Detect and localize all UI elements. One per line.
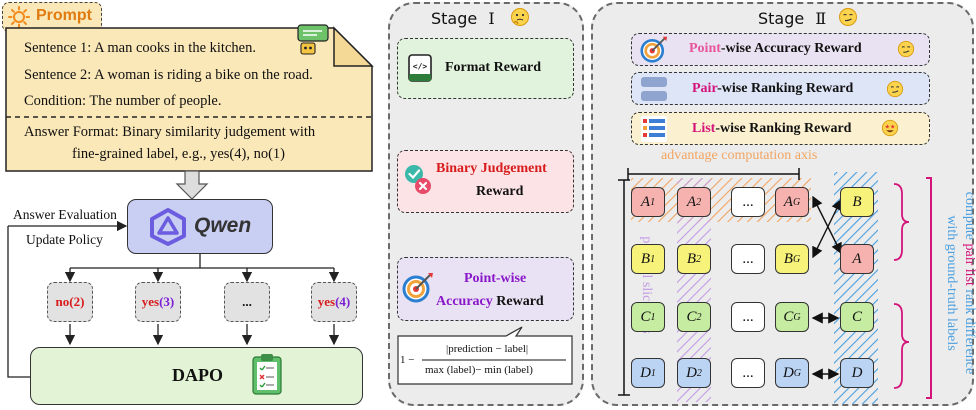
formula-numerator: |prediction − label|	[446, 343, 529, 355]
dapo-label: DAPO	[172, 365, 223, 385]
output-word: yes	[317, 294, 336, 309]
qwen-label: Qwen	[194, 214, 252, 237]
reward-word: Reward	[496, 294, 544, 309]
feedback-loop	[7, 220, 340, 378]
sun-icon	[8, 6, 30, 28]
prompt-title: Prompt	[36, 7, 92, 24]
advantage-axis-label: advantage computation axis	[661, 148, 818, 163]
stage-1-title: Stage Ⅰ	[431, 9, 495, 28]
stage-2-title: Stage Ⅱ	[758, 9, 826, 28]
code-file-icon: </>	[408, 54, 432, 82]
output-label: (4)	[335, 294, 351, 309]
stage2-listwise-reward-box	[631, 112, 930, 145]
dapo-box	[30, 347, 363, 405]
prompt-format-line-2: fine-grained label, e.g., yes(4), no(1)	[72, 146, 285, 162]
list-icon	[641, 116, 667, 142]
svg-text:</>: </>	[413, 62, 428, 71]
prompt-condition: Condition: The number of people.	[24, 93, 222, 109]
stage2-pointwise-reward-box	[631, 33, 930, 66]
stage2-listwise-label: List-wise Ranking Reward	[692, 121, 851, 137]
prompt-to-qwen-arrow	[175, 170, 209, 200]
check-cross-icon	[405, 165, 431, 194]
chatbot-icon	[297, 24, 329, 55]
formula-callout	[397, 326, 573, 385]
pointwise-colored-word: Point	[689, 41, 721, 56]
smirk-face-icon	[886, 80, 904, 98]
formula-lead: 1 −	[400, 354, 415, 366]
output-word: no	[55, 294, 70, 309]
target-icon	[640, 36, 668, 63]
stage-1-numeral: Ⅰ	[488, 9, 495, 28]
formula-denominator: max (label)− min (label)	[425, 364, 533, 376]
stage-1-word: Stage	[431, 9, 478, 28]
grid-ellipsis-cell: ...	[731, 244, 765, 274]
smirk-face-icon	[839, 8, 857, 26]
thinking-face-icon	[511, 8, 529, 26]
pairwise-rest: -wise Ranking Reward	[717, 81, 854, 96]
accuracy-word: Accuracy	[436, 294, 493, 309]
pairwise-colored-word: Pair	[692, 81, 718, 96]
stage-2-word: Stage	[758, 9, 805, 28]
stage2-pointwise-label: Point-wise Accuracy Reward	[689, 41, 862, 57]
smirk-face-icon	[897, 40, 915, 58]
prompt-sentence-1: Sentence 1: A man cooks in the kitchen.	[24, 40, 256, 56]
pair-blocks-icon	[641, 77, 667, 101]
output-word: yes	[141, 294, 160, 309]
prompt-sentence-2: Sentence 2: A woman is riding a bike on …	[24, 67, 313, 83]
star-struck-face-icon	[881, 119, 899, 137]
output-word: ...	[242, 294, 252, 309]
output-label: (2)	[69, 294, 85, 309]
target-icon	[402, 273, 433, 303]
pointwise-rest: -wise Accuracy Reward	[720, 41, 862, 56]
prompt-format-line-1: Answer Format: Binary similarity judgeme…	[24, 124, 316, 140]
accuracy-label: Accuracy Reward	[436, 294, 544, 310]
pointwise-label: Point-wise	[464, 271, 527, 286]
grid-ellipsis-cell: ...	[731, 187, 765, 217]
clipboard-icon	[252, 354, 282, 395]
binary-judgement-reward-word: Reward	[476, 184, 524, 199]
listwise-rest: -wise Ranking Reward	[715, 121, 852, 136]
stage2-pairwise-label: Pair-wise Ranking Reward	[692, 81, 853, 97]
output-box-2: yes(3)	[135, 282, 181, 322]
output-box-4: yes(4)	[311, 282, 357, 322]
qwen-logo-icon	[150, 208, 186, 246]
listwise-colored-word: List	[692, 121, 716, 136]
grid-ellipsis-cell: ...	[731, 358, 765, 388]
update-policy-label: Update Policy	[26, 232, 103, 247]
ground-truth-cell-d: D	[840, 358, 874, 388]
format-reward-label: Format Reward	[445, 60, 542, 75]
ground-truth-cell-b: B	[840, 187, 874, 217]
stage2-pairwise-reward-box	[631, 72, 930, 105]
stage-2-numeral: Ⅱ	[815, 9, 827, 28]
output-label: (3)	[159, 294, 175, 309]
prompt-card	[5, 26, 374, 172]
answer-evaluation-label: Answer Evaluation	[13, 207, 117, 222]
grid-ellipsis-cell: ...	[731, 302, 765, 332]
output-box-3: ...	[224, 282, 270, 322]
ground-truth-cell-a: A	[840, 244, 874, 274]
output-box-1: no(2)	[47, 282, 93, 322]
binary-judgement-label: Binary Judgement	[436, 161, 547, 176]
ground-truth-cell-c: C	[840, 302, 874, 332]
